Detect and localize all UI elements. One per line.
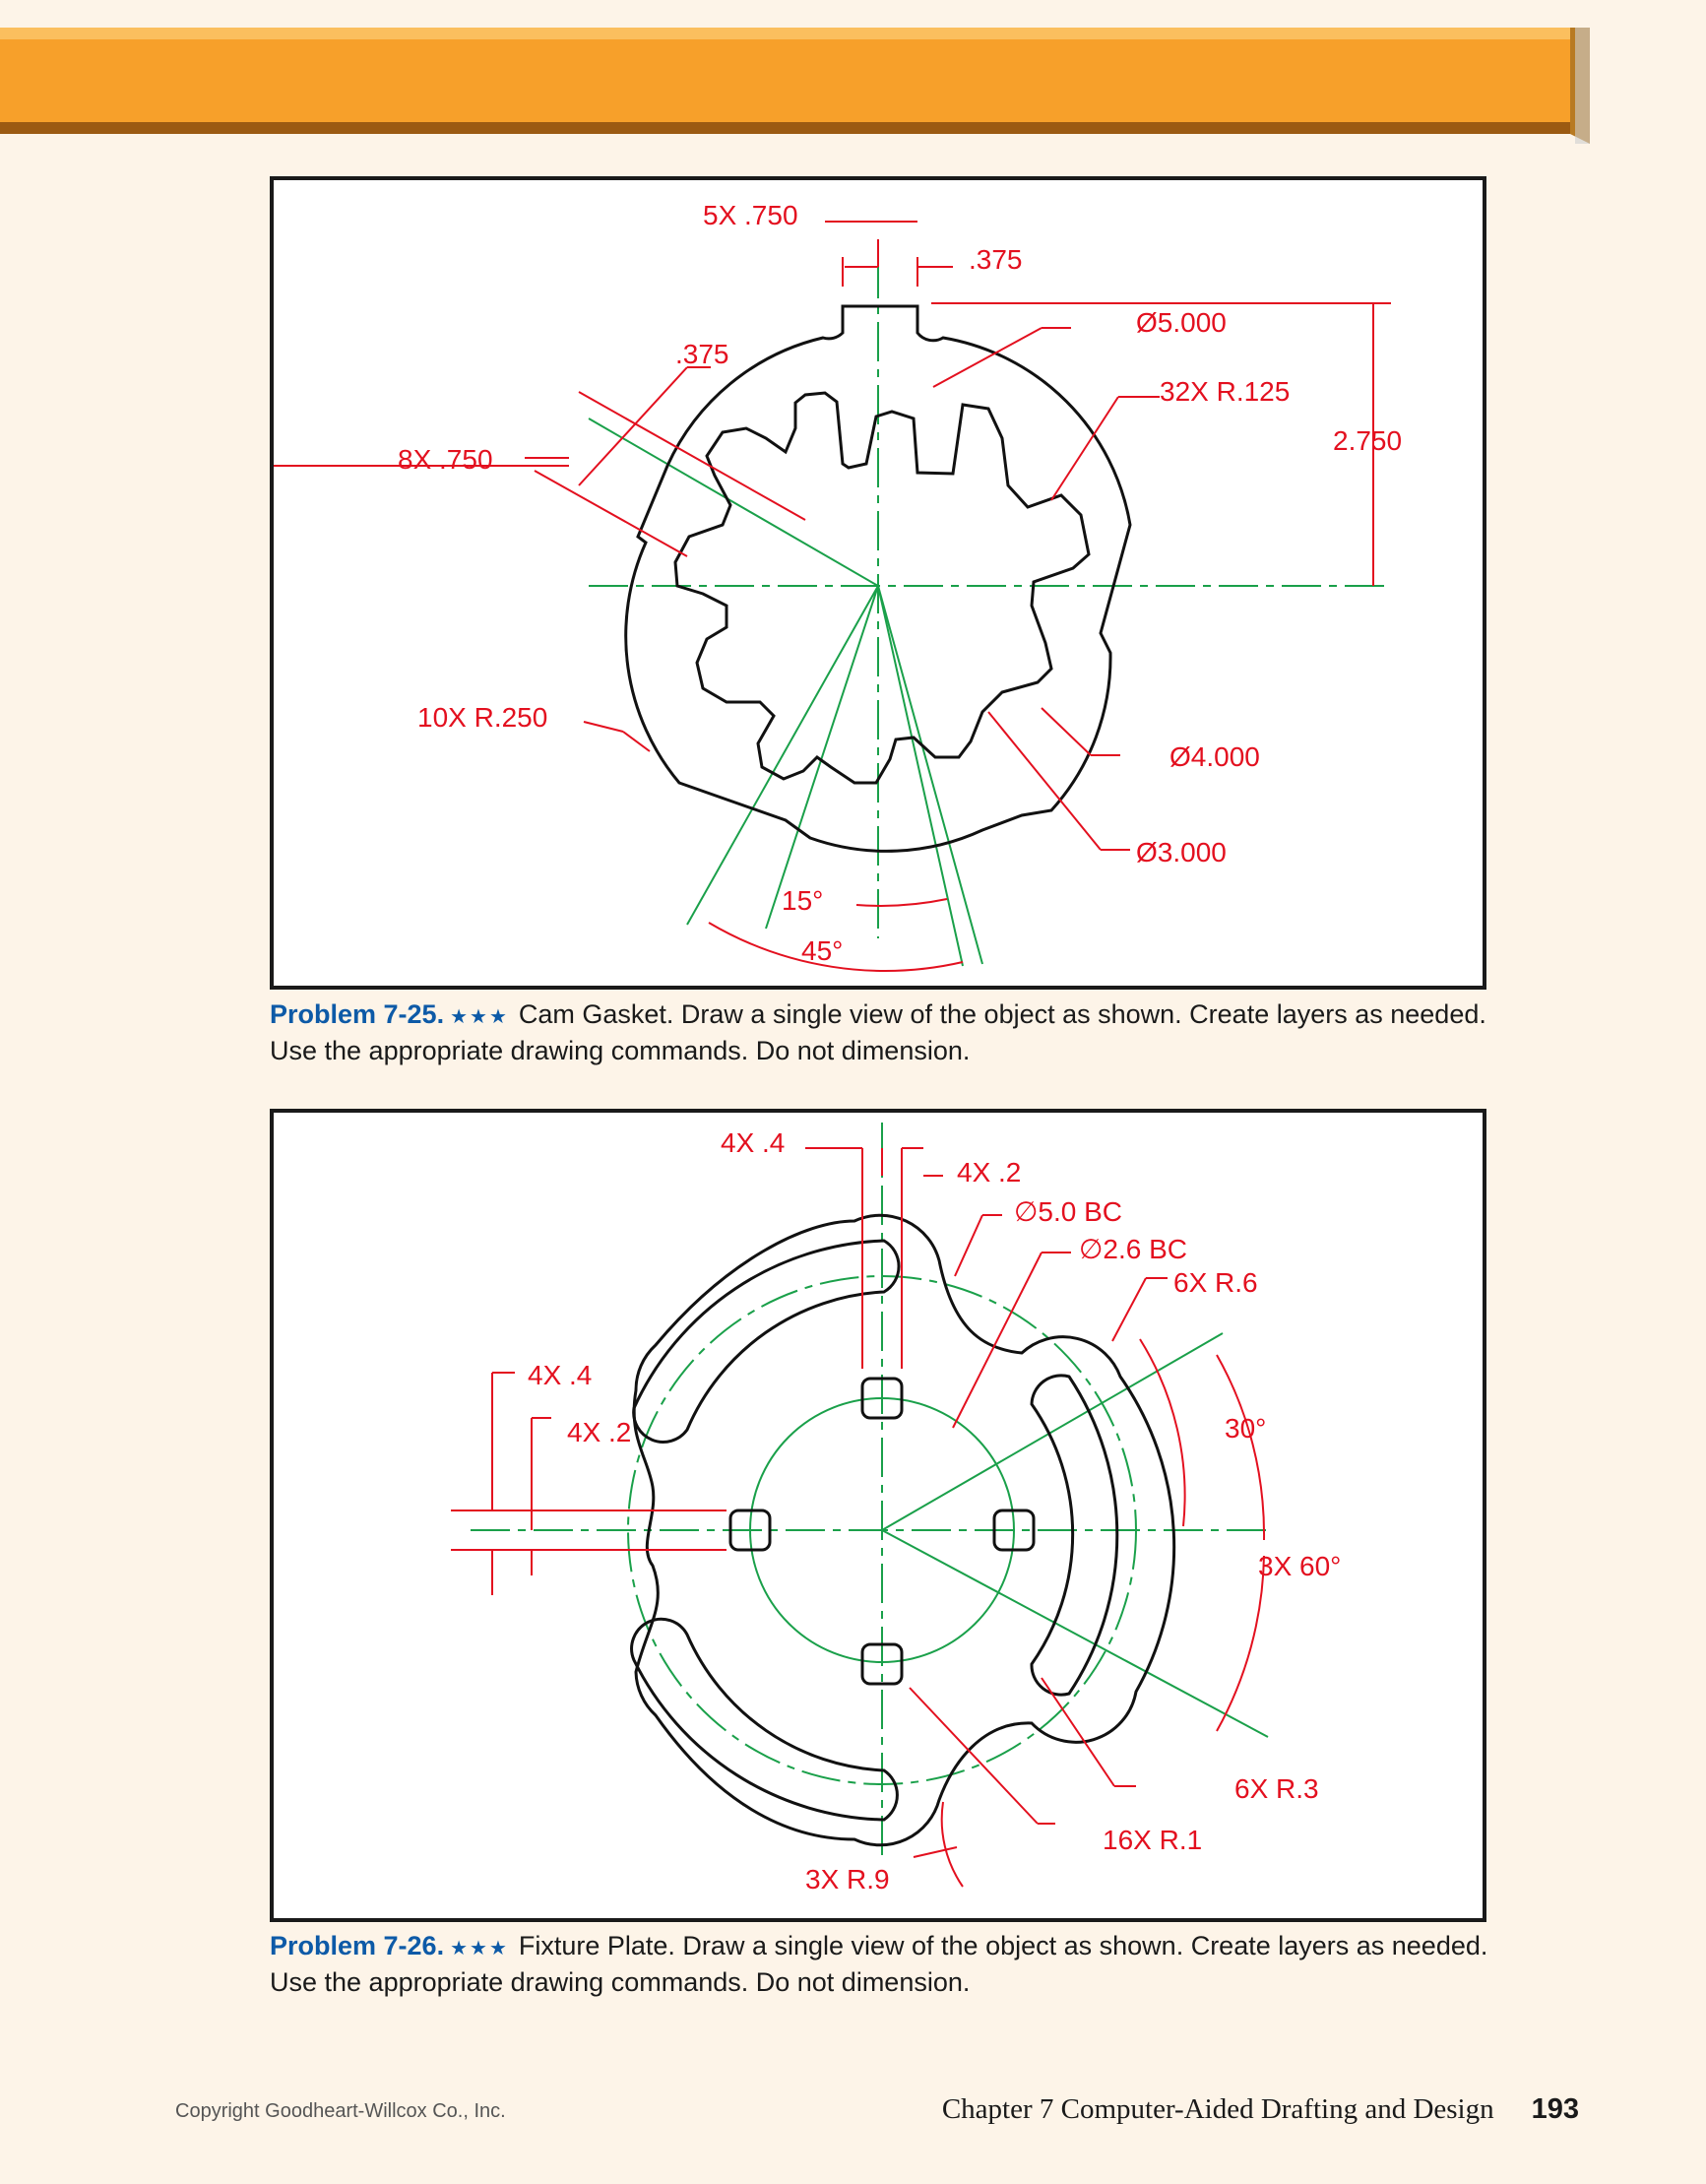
slot-top-left	[632, 1239, 901, 1444]
problem-number: Problem 7-25.	[270, 999, 445, 1029]
dim-angle-45: 45°	[801, 935, 843, 966]
difficulty-stars: ★★★	[450, 1938, 509, 1959]
fixture-plate-figure: 4X .4 4X .2 ∅5.0 BC ∅2.6 BC 6X R.6 4X .4…	[270, 1109, 1486, 1922]
dim-mid-dia: Ø4.000	[1169, 741, 1260, 772]
slot-right	[1030, 1374, 1119, 1697]
square-holes	[728, 1377, 1036, 1686]
problem-number: Problem 7-26.	[270, 1931, 445, 1960]
problem-text: Cam Gasket. Draw a single view of the ob…	[270, 999, 1486, 1065]
page-number: 193	[1531, 2093, 1579, 2125]
dim-height: 2.750	[1333, 425, 1402, 456]
dim-left-half: 4X .2	[567, 1417, 631, 1447]
cam-gasket-figure: 5X .750 .375 Ø5.000 32X R.125 2.750 .375…	[270, 176, 1486, 990]
dim-bc-inner: ∅2.6 BC	[1079, 1234, 1187, 1264]
centerlines	[471, 1123, 1269, 1861]
dim-top-half: 4X .2	[957, 1157, 1021, 1188]
slot-bottom-left	[630, 1617, 899, 1822]
copyright: Copyright Goodheart-Willcox Co., Inc.	[175, 2100, 506, 2122]
dim-notch-half: .375	[675, 339, 729, 369]
dim-outer-dia: Ø5.000	[1136, 307, 1227, 338]
dim-slot-width: 5X .750	[703, 200, 798, 230]
problem-text: Fixture Plate. Draw a single view of the…	[270, 1931, 1488, 1997]
dim-slot-end-radius: 6X R.6	[1173, 1267, 1258, 1298]
caption-7-25: Problem 7-25.★★★Cam Gasket. Draw a singl…	[270, 997, 1490, 1067]
dim-angle-60: 3X 60°	[1258, 1551, 1341, 1581]
header-tab	[0, 28, 1590, 144]
gasket-outer-profile	[624, 304, 1132, 853]
plate-outer-profile	[632, 1213, 1176, 1847]
dimension-lines	[451, 1147, 1266, 1888]
dim-inner-dia: Ø3.000	[1136, 837, 1227, 867]
dimension-lines	[274, 221, 1391, 972]
dim-tooth-radius: 32X R.125	[1160, 376, 1290, 407]
dim-notch-width: 8X .750	[398, 444, 493, 475]
dim-left-width: 4X .4	[528, 1360, 592, 1390]
dim-angle-15: 15°	[782, 885, 823, 916]
dim-top-width: 4X .4	[721, 1127, 785, 1158]
dim-square-radius: 16X R.1	[1103, 1825, 1202, 1855]
running-footer: Chapter 7 Computer-Aided Drafting and De…	[942, 2093, 1579, 2126]
dim-angle-30: 30°	[1225, 1413, 1266, 1444]
difficulty-stars: ★★★	[450, 1006, 509, 1028]
caption-7-26: Problem 7-26.★★★Fixture Plate. Draw a si…	[270, 1929, 1490, 1999]
dim-blend-radius: 3X R.9	[805, 1864, 890, 1895]
centerlines	[589, 259, 1391, 938]
dim-slot-inner-radius: 6X R.3	[1234, 1773, 1319, 1804]
cam-gasket-drawing: 5X .750 .375 Ø5.000 32X R.125 2.750 .375…	[274, 200, 1402, 972]
gasket-inner-gear	[673, 391, 1091, 785]
chapter-title: Chapter 7 Computer-Aided Drafting and De…	[941, 2093, 1494, 2125]
dim-bc-outer: ∅5.0 BC	[1014, 1196, 1122, 1227]
dim-notch-radius: 10X R.250	[417, 702, 547, 733]
fixture-plate-drawing: 4X .4 4X .2 ∅5.0 BC ∅2.6 BC 6X R.6 4X .4…	[451, 1123, 1341, 1895]
dim-slot-half: .375	[969, 244, 1023, 275]
